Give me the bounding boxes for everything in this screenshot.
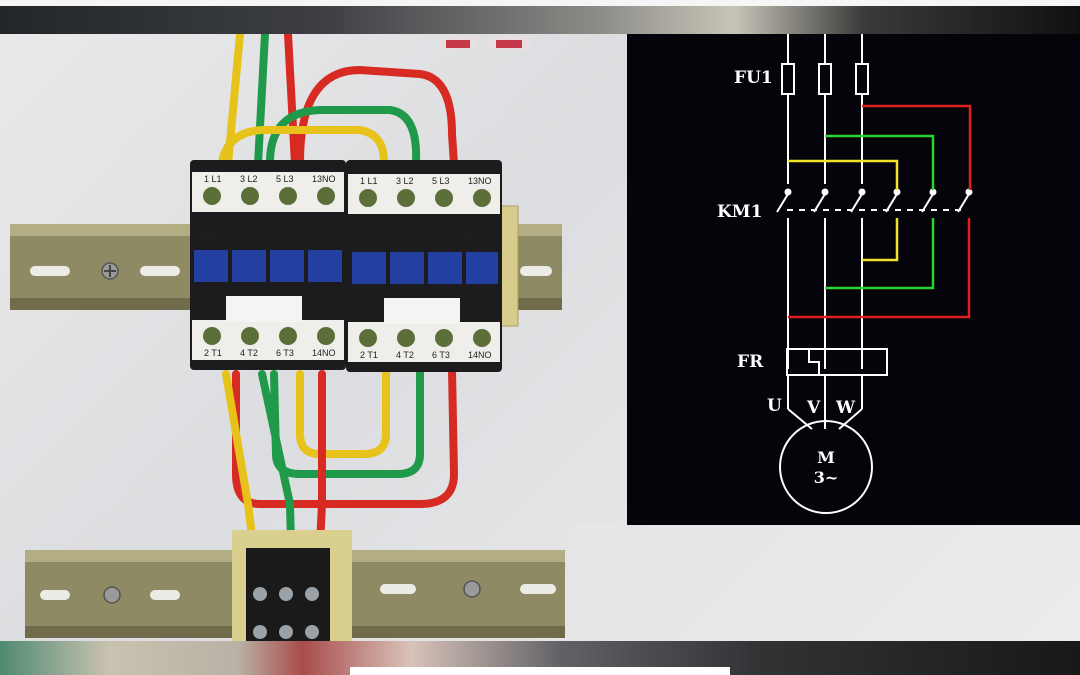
fuse-icon — [855, 63, 869, 95]
phase-label-u: U — [767, 396, 782, 416]
terminal-label: 5 L3 — [276, 174, 294, 184]
video-top-bar — [0, 0, 1080, 34]
terminal-label: 6 T3 — [432, 350, 450, 360]
terminal-strip — [232, 530, 352, 641]
motor-label: M — [817, 448, 835, 467]
terminal-label: 14NO — [312, 348, 336, 358]
terminal-label: 3 L2 — [396, 176, 414, 186]
fuse-label: FU1 — [734, 68, 773, 88]
contactor-right-model: CJX2 — [356, 224, 379, 234]
terminal-label: 6 T3 — [276, 348, 294, 358]
terminal-label: 14NO — [468, 350, 492, 360]
terminal-label: 5 L3 — [432, 176, 450, 186]
terminal-label: 4 T2 — [240, 348, 258, 358]
contactor-right-rating: 1810 — [356, 234, 377, 244]
terminal-label: 2 T1 — [204, 348, 222, 358]
yellow-wire — [788, 159, 899, 190]
phase-label-w: W — [836, 398, 856, 418]
video-bottom-bar — [0, 641, 1080, 675]
contactor-left — [190, 160, 346, 370]
fuse-icon — [818, 63, 832, 95]
terminal-label: 2 T1 — [360, 350, 378, 360]
contactor-left-model: CJX2 — [200, 222, 223, 232]
green-wire — [825, 134, 935, 190]
terminal-label: 1 L1 — [204, 174, 222, 184]
relay-label: FR — [737, 352, 764, 372]
circuit-schematic: FU1 KM1 FR U V W M 3~ — [627, 34, 1080, 525]
contactor-label: KM1 — [717, 202, 763, 222]
contactor-left-aux: 10 — [306, 230, 317, 240]
schematic-drawing — [776, 34, 973, 514]
wiring-photo-illustration — [10, 34, 627, 641]
terminal-label: 13NO — [312, 174, 336, 184]
terminal-label: 13NO — [468, 176, 492, 186]
motor-phase-label: 3~ — [813, 468, 839, 487]
phase-label-v: V — [807, 398, 821, 418]
red-wire — [862, 104, 972, 190]
terminal-label: 1 L1 — [360, 176, 378, 186]
progress-scrubber[interactable] — [350, 667, 730, 675]
wires-top — [218, 34, 458, 168]
contactor-left-rating: 1810 — [200, 232, 221, 242]
terminal-label: 4 T2 — [396, 350, 414, 360]
fuse-icon — [781, 63, 795, 95]
contactor-right-aux: 10 — [462, 232, 473, 242]
terminal-label: 3 L2 — [240, 174, 258, 184]
contactor-right — [346, 160, 502, 372]
top-highlight — [0, 0, 1080, 6]
